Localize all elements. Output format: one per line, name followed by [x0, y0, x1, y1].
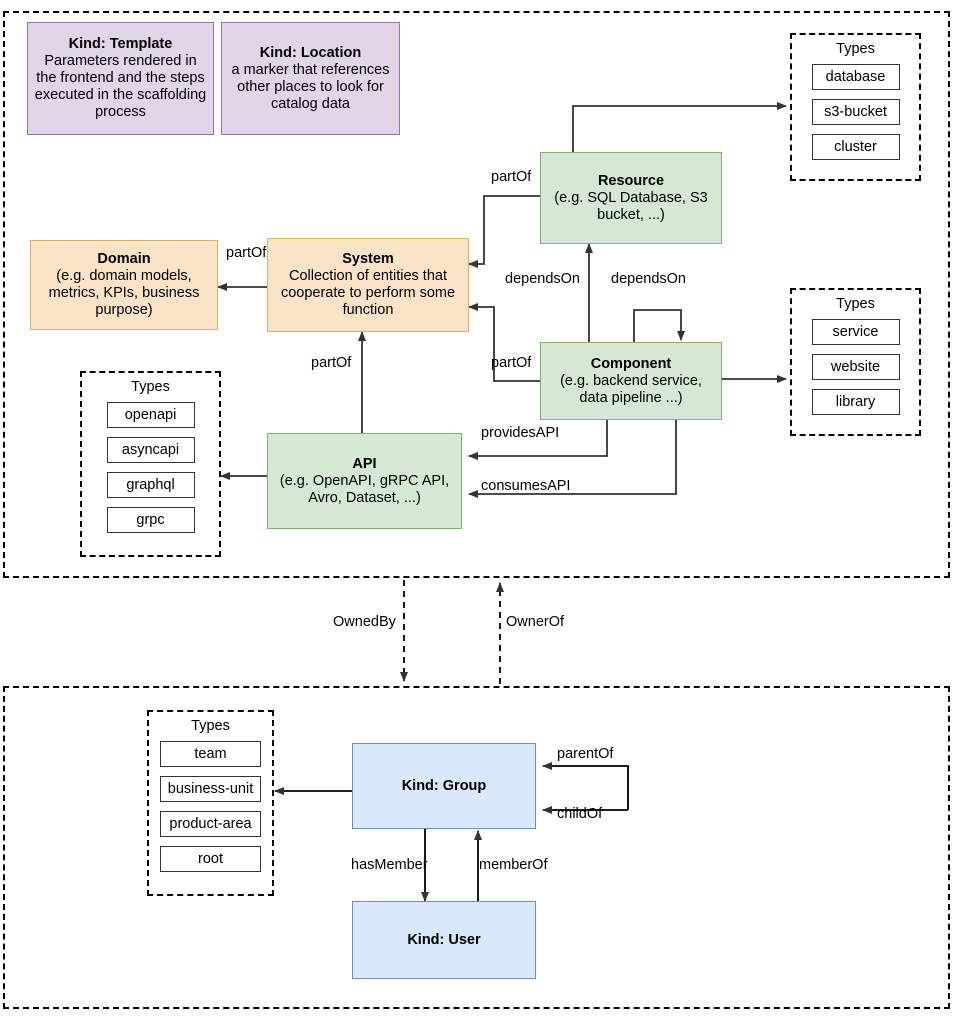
edge-label-childof: childOf [557, 806, 603, 822]
edge-label-memberof: memberOf [479, 857, 548, 873]
edge-label-hasmember: hasMember [351, 857, 428, 873]
node-domain[interactable]: Domain (e.g. domain models, metrics, KPI… [30, 240, 218, 330]
type-chip-team[interactable]: team [160, 741, 261, 767]
node-resource-description: (e.g. SQL Database, S3 bucket, ...) [554, 189, 708, 223]
node-system[interactable]: System Collection of entities that coope… [267, 238, 469, 332]
edge-label-resource-partof: partOf [491, 169, 532, 185]
org-entities-container [3, 686, 950, 1009]
type-chip-website[interactable]: website [811, 354, 900, 380]
edge-label-resource-dependson: dependsOn [505, 271, 580, 287]
node-system-description: Collection of entities that cooperate to… [280, 268, 456, 318]
type-chip-database[interactable]: database [811, 64, 900, 90]
node-user-title: Kind: User [407, 931, 481, 948]
node-location-description: a marker that references other places to… [231, 61, 390, 112]
node-template-description: Parameters rendered in the frontend and … [34, 53, 207, 120]
types-component-label: Types [836, 296, 875, 312]
type-chip-library[interactable]: library [811, 389, 900, 415]
type-chip-business-unit[interactable]: business-unit [160, 776, 261, 802]
types-resource-label: Types [836, 41, 875, 57]
types-group-api: Types openapi asyncapi graphql grpc [80, 371, 221, 557]
edge-label-component-dependson: dependsOn [611, 271, 686, 287]
node-api-description: (e.g. OpenAPI, gRPC API, Avro, Dataset, … [279, 472, 450, 506]
node-component-title: Component [590, 355, 672, 372]
node-component-description: (e.g. backend service, data pipeline ...… [560, 372, 702, 406]
node-resource[interactable]: Resource (e.g. SQL Database, S3 bucket, … [540, 152, 722, 244]
edge-label-api-partof: partOf [311, 355, 352, 371]
type-chip-service[interactable]: service [811, 319, 900, 345]
type-chip-graphql[interactable]: graphql [106, 472, 195, 498]
node-domain-title: Domain [97, 251, 151, 267]
node-component[interactable]: Component (e.g. backend service, data pi… [540, 342, 722, 420]
edge-label-ownedby: OwnedBy [333, 614, 396, 630]
edge-label-parentof: parentOf [557, 746, 614, 762]
types-api-label: Types [131, 379, 170, 395]
type-chip-s3-bucket[interactable]: s3-bucket [811, 99, 900, 125]
type-chip-grpc[interactable]: grpc [106, 507, 195, 533]
types-group-group: Types team business-unit product-area ro… [147, 710, 274, 896]
node-api-title: API [352, 455, 377, 472]
types-group-component: Types service website library [790, 288, 921, 436]
edge-label-component-partof: partOf [491, 355, 532, 371]
node-kind-template[interactable]: Kind: Template Parameters rendered in th… [27, 22, 214, 135]
node-domain-description: (e.g. domain models, metrics, KPIs, busi… [48, 268, 200, 318]
types-group-resource: Types database s3-bucket cluster [790, 33, 921, 181]
type-chip-product-area[interactable]: product-area [160, 811, 261, 837]
edge-label-consumesapi: consumesAPI [481, 478, 571, 494]
node-kind-user[interactable]: Kind: User [352, 901, 536, 979]
node-group-title: Kind: Group [401, 777, 487, 794]
node-kind-location[interactable]: Kind: Location a marker that references … [221, 22, 400, 135]
node-system-title: System [342, 251, 394, 267]
edge-label-ownerof: OwnerOf [506, 614, 565, 630]
type-chip-openapi[interactable]: openapi [106, 402, 195, 428]
types-group-label: Types [191, 718, 230, 734]
node-api[interactable]: API (e.g. OpenAPI, gRPC API, Avro, Datas… [267, 433, 462, 529]
node-location-title: Kind: Location [259, 44, 362, 61]
type-chip-root[interactable]: root [160, 846, 261, 872]
edge-label-providesapi: providesAPI [481, 425, 560, 441]
catalog-entities-container [3, 11, 950, 578]
node-resource-title: Resource [597, 172, 665, 189]
type-chip-cluster[interactable]: cluster [811, 134, 900, 160]
node-template-title: Kind: Template [68, 36, 173, 52]
node-kind-group[interactable]: Kind: Group [352, 743, 536, 829]
type-chip-asyncapi[interactable]: asyncapi [106, 437, 195, 463]
edge-label-domain-partof: partOf [226, 245, 267, 261]
